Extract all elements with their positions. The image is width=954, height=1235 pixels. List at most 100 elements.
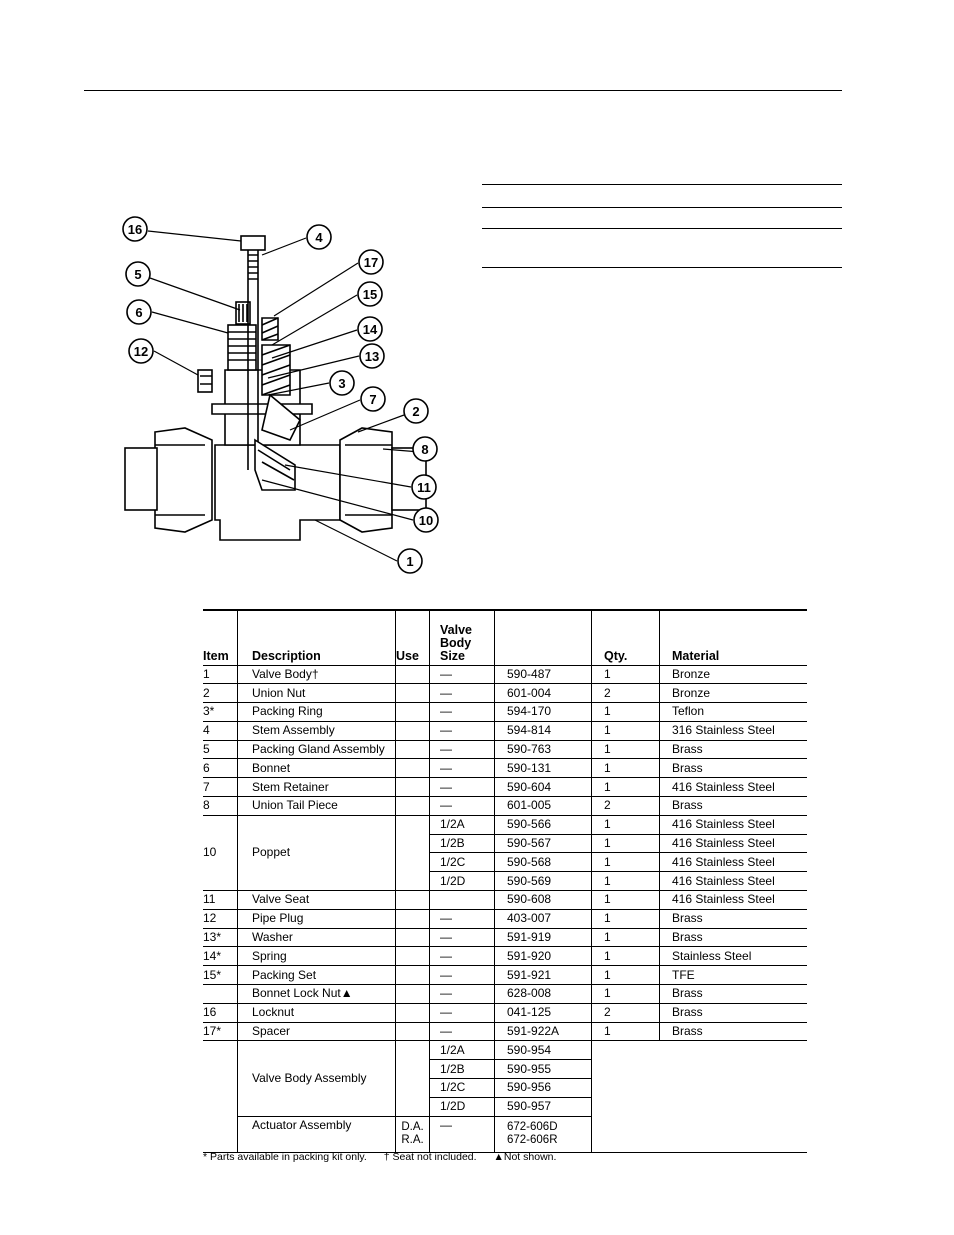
cell-qty: 1: [591, 852, 660, 873]
svg-text:15: 15: [363, 287, 377, 302]
cell-material: 416 Stainless Steel: [659, 777, 807, 798]
cell-item: 4: [203, 721, 238, 741]
svg-text:16: 16: [128, 222, 142, 237]
cell-part-no: 590-763: [494, 740, 592, 760]
cell-size: 1/2C: [429, 852, 495, 873]
cell-qty: 1: [591, 890, 660, 910]
cell-qty: 1: [591, 815, 660, 835]
cell-material: Brass: [659, 740, 807, 760]
spec-rule-3: [482, 228, 842, 229]
cell-part-no: 590-955: [494, 1059, 592, 1080]
spec-rule-4: [482, 267, 842, 268]
cell-size: 1/2A: [429, 1040, 495, 1061]
cell-size: —: [429, 758, 495, 779]
cell-qty: 2: [591, 1003, 660, 1023]
cell-size: 1/2D: [429, 871, 495, 892]
cell-description: Bonnet Lock Nut▲: [237, 984, 396, 1004]
cell-item: [203, 1041, 238, 1116]
cell-material: 316 Stainless Steel: [659, 721, 807, 741]
cell-part-no: 601-005: [494, 796, 592, 816]
cell-item: 7: [203, 777, 238, 798]
cell-size: 1/2C: [429, 1078, 495, 1098]
cell-use: [395, 946, 430, 967]
cell-use: [395, 984, 430, 1004]
cell-description: Locknut: [237, 1003, 396, 1023]
cell-item: [203, 984, 238, 1004]
callout-7: 7: [360, 386, 386, 412]
cell-description: Stem Assembly: [237, 721, 396, 741]
cell-material: Brass: [659, 984, 807, 1004]
cell-description: Spring: [237, 946, 396, 967]
header-use: Use: [395, 610, 430, 666]
svg-text:17: 17: [364, 255, 378, 270]
cell-description: Stem Retainer: [237, 777, 396, 798]
cell-size: —: [429, 984, 495, 1004]
callout-12: 12: [128, 338, 154, 364]
cell-part-no: 591-922A: [494, 1022, 592, 1042]
footnote-seat: † Seat not included.: [383, 1151, 477, 1163]
cell-description: Packing Set: [237, 965, 396, 986]
cell-material: Brass: [659, 1003, 807, 1023]
cell-material: Bronze: [659, 665, 807, 685]
cell-use: [395, 890, 430, 910]
svg-text:12: 12: [134, 344, 148, 359]
footnote-packing-kit: * Parts available in packing kit only.: [203, 1151, 367, 1163]
part-da: 672-606D: [507, 1121, 558, 1134]
cell-use: [395, 965, 430, 986]
cell-size: —: [429, 721, 495, 741]
cell-size: —: [429, 1022, 495, 1042]
cell-qty: [591, 1040, 807, 1153]
cell-material: 416 Stainless Steel: [659, 815, 807, 835]
cell-material: Brass: [659, 758, 807, 779]
callout-2: 2: [403, 398, 429, 424]
cell-item: 8: [203, 796, 238, 816]
cell-item: 11: [203, 890, 238, 910]
callout-1: 1: [397, 548, 423, 574]
cell-size: —: [429, 946, 495, 967]
cell-qty: 2: [591, 796, 660, 816]
header-description: Description: [237, 610, 396, 666]
cell-use: [395, 1040, 430, 1117]
cell-item: 17*: [203, 1022, 238, 1042]
cell-use: [395, 758, 430, 779]
cell-qty: 1: [591, 909, 660, 929]
cell-part-no: 590-954: [494, 1040, 592, 1061]
cell-use: [395, 815, 430, 892]
callout-13: 13: [359, 343, 385, 369]
cell-description: Valve Seat: [237, 890, 396, 910]
cell-material: Bronze: [659, 683, 807, 704]
callout-17: 17: [358, 249, 384, 275]
svg-text:3: 3: [338, 376, 345, 391]
cell-item: 15*: [203, 965, 238, 986]
header-material: Material: [659, 610, 807, 666]
cell-qty: 1: [591, 758, 660, 779]
part-ra: 672-606R: [507, 1134, 558, 1147]
cell-part-no: 594-170: [494, 702, 592, 722]
cell-qty: 1: [591, 984, 660, 1004]
cell-size: —: [429, 683, 495, 704]
cell-use: [395, 1003, 430, 1023]
cell-material: Teflon: [659, 702, 807, 722]
cell-use: [395, 909, 430, 929]
header-qty: Qty.: [591, 610, 660, 666]
svg-text:10: 10: [419, 513, 433, 528]
cell-item: 16: [203, 1003, 238, 1023]
callout-5: 5: [125, 261, 151, 287]
cell-size: —: [429, 796, 495, 816]
svg-text:4: 4: [315, 230, 323, 245]
cell-description: Union Nut: [237, 683, 396, 704]
callout-4: 4: [306, 224, 332, 250]
